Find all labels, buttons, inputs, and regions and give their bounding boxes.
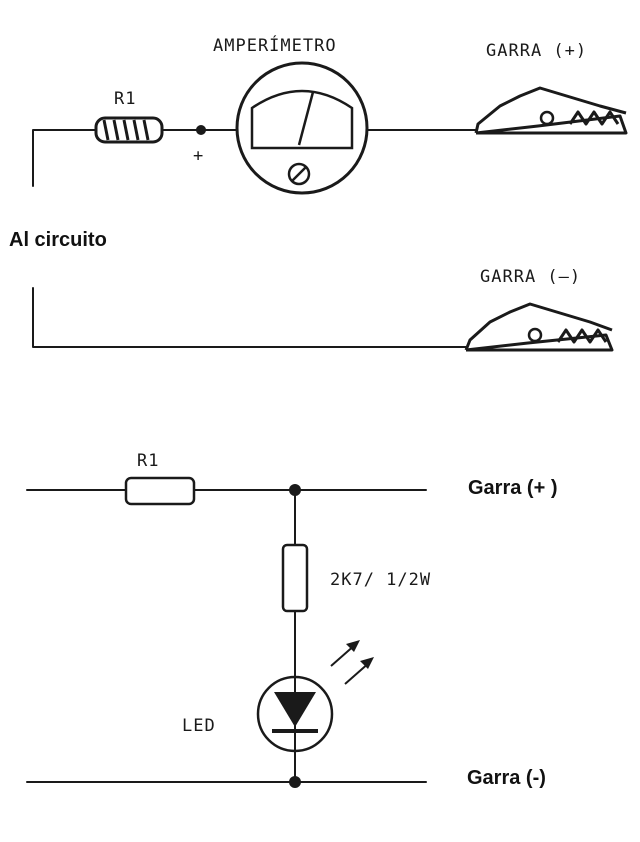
led-label: LED	[182, 716, 216, 736]
resistor-r1-schematic-label: R1	[137, 451, 159, 471]
clip-negative-label: GARRA (–)	[480, 267, 581, 287]
wire-left-vertical-top	[32, 129, 97, 187]
clip-negative-schematic-label: Garra (-)	[467, 767, 546, 789]
junction-node	[196, 125, 206, 135]
clip-positive-label: GARRA (+)	[486, 41, 587, 61]
alligator-clip-positive	[474, 86, 628, 135]
light-emission-arrows	[330, 640, 374, 685]
top-diagram: AMPERÍMETRO R1 + GARRA (+) GARRA (–) Al …	[9, 34, 628, 352]
ammeter	[235, 61, 369, 195]
ammeter-label: AMPERÍMETRO	[213, 34, 337, 56]
to-circuit-label: Al circuito	[9, 229, 107, 251]
wire-left-vertical-bottom	[32, 287, 467, 348]
resistor-r1	[94, 116, 164, 144]
resistor-2k7	[281, 543, 309, 613]
bottom-diagram: R1 2K7/ 1/2W LED Garra (+ ) Garra (-)	[26, 451, 557, 789]
ammeter-needle	[297, 91, 315, 146]
resistor-r1-schematic	[124, 476, 196, 506]
clip-positive-schematic-label: Garra (+ )	[468, 477, 557, 499]
alligator-clip-negative	[464, 302, 614, 352]
resistor-r1-label: R1	[114, 89, 136, 109]
led	[256, 675, 334, 753]
plus-sign: +	[193, 146, 204, 166]
resistor-2k7-label: 2K7/ 1/2W	[330, 570, 431, 590]
